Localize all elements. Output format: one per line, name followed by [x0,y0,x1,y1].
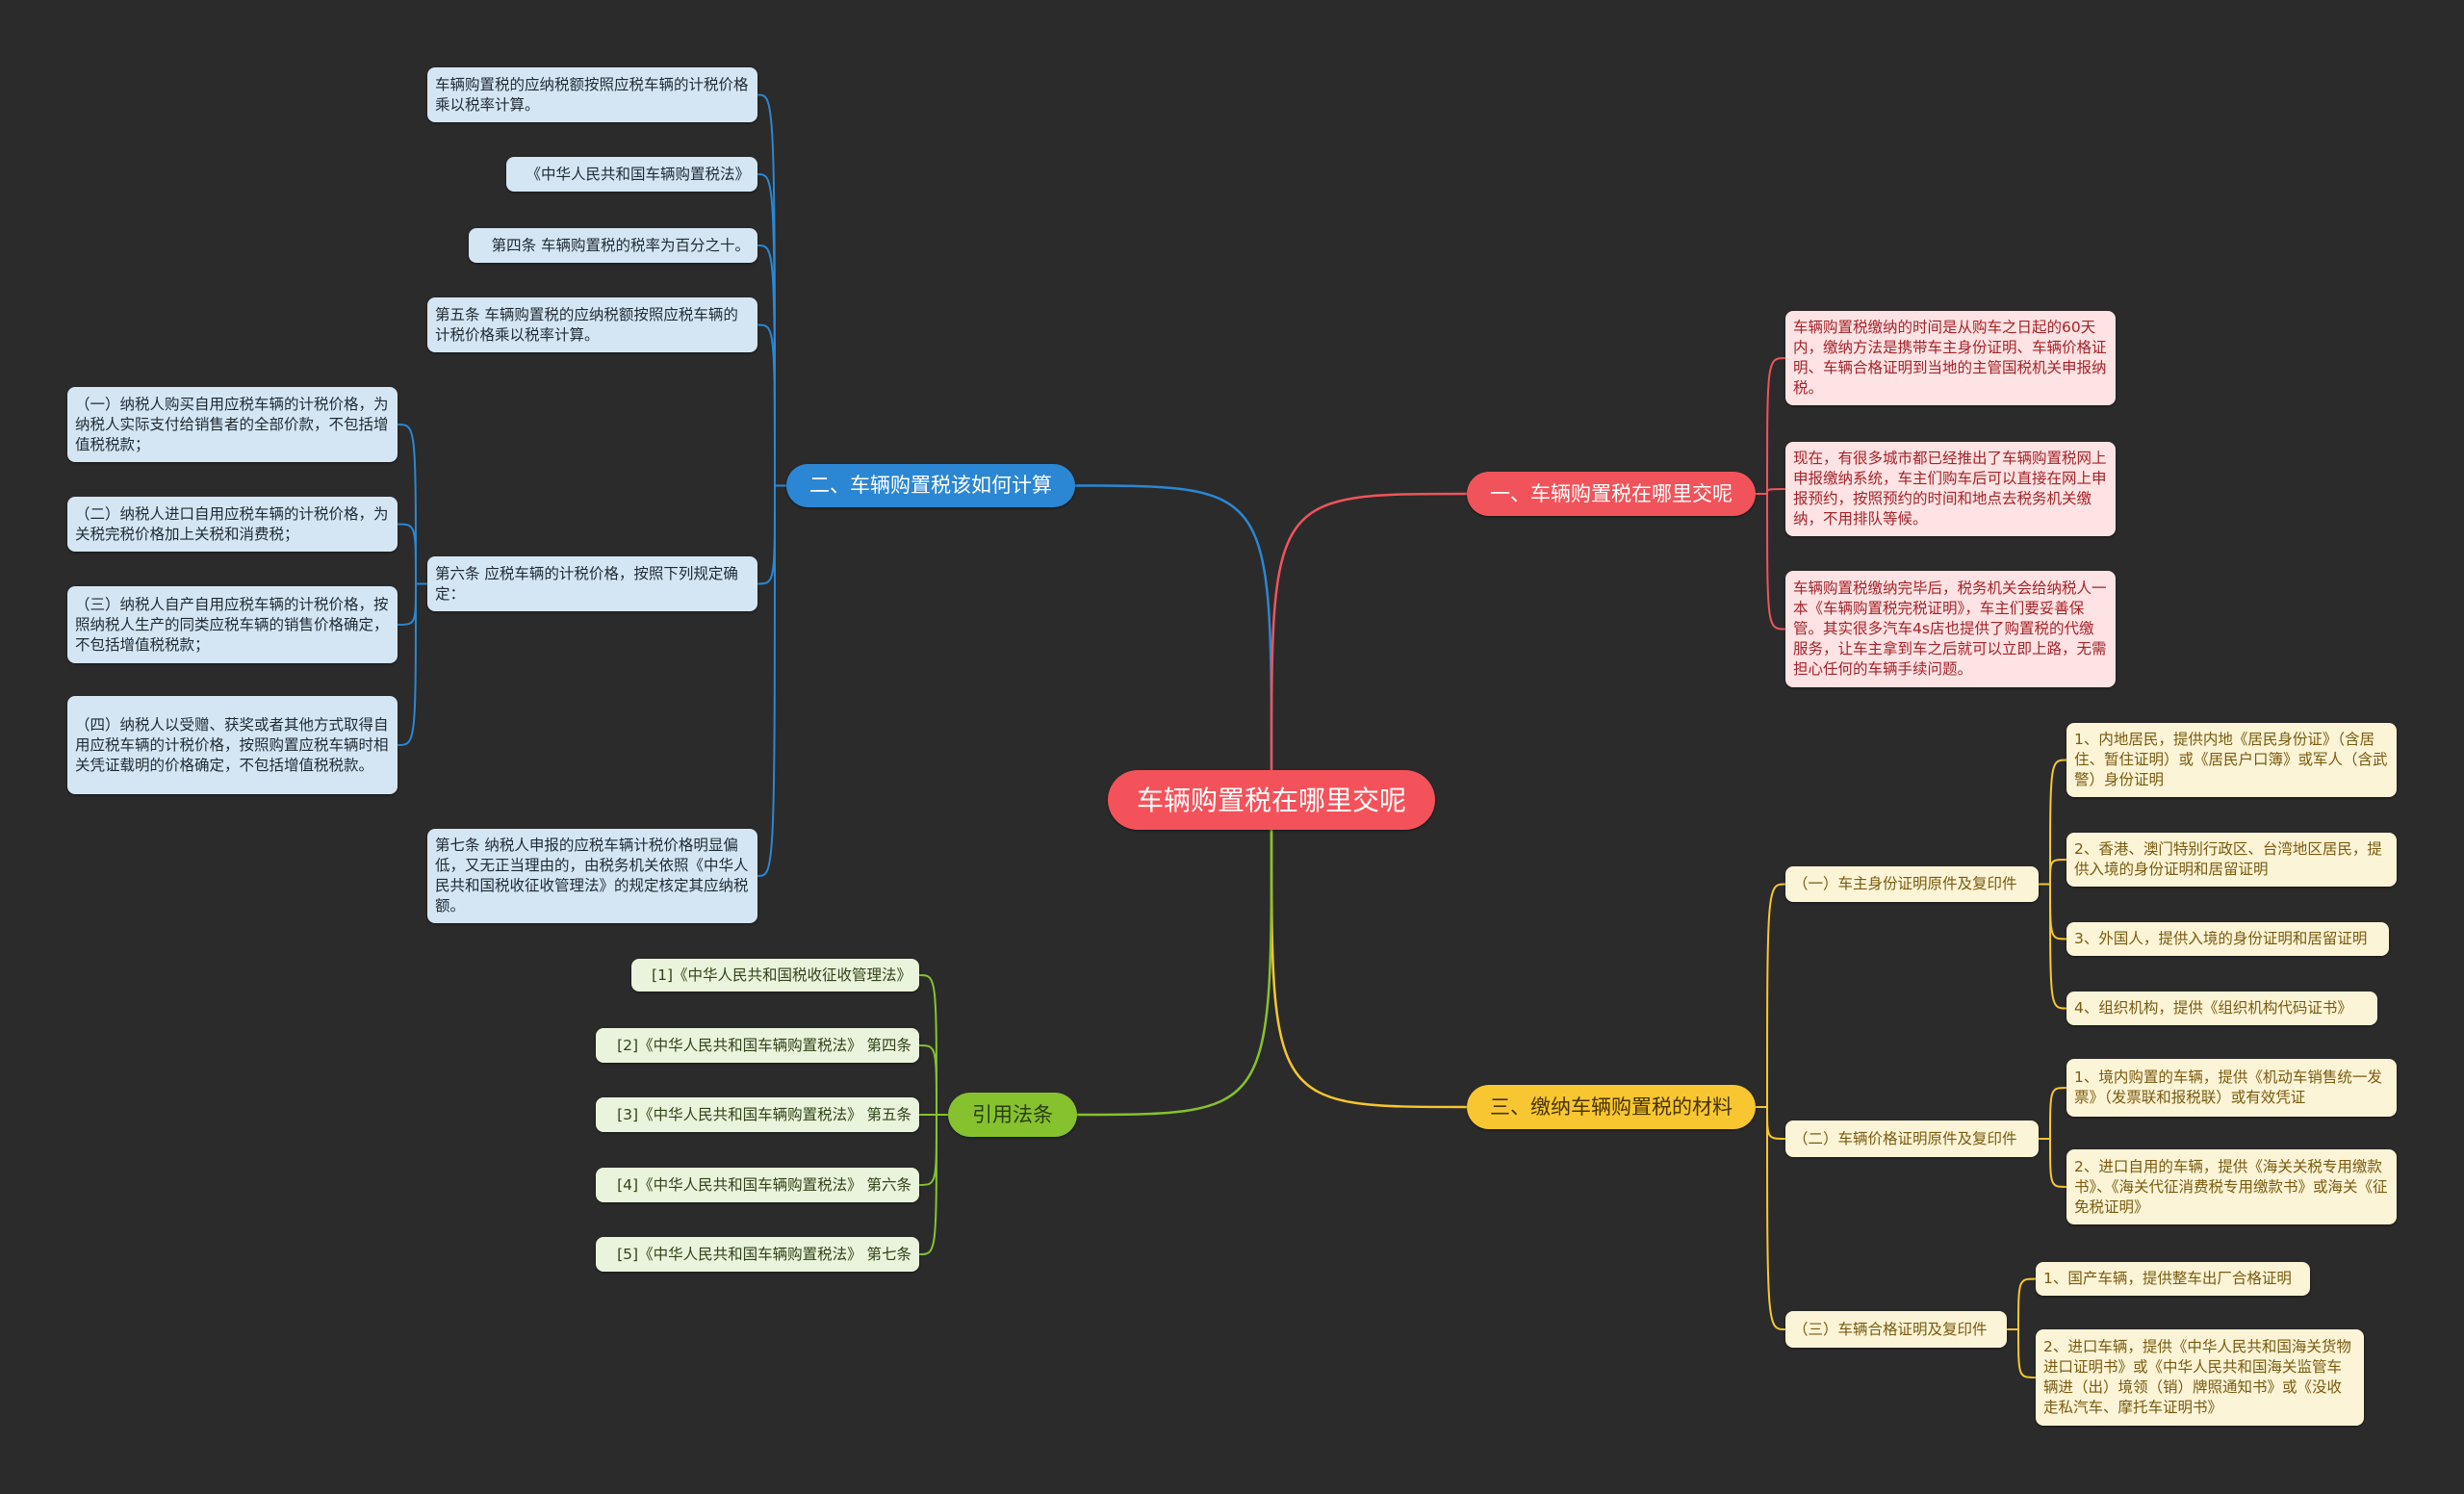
connector-line [1756,357,1786,495]
materials-item[interactable]: 4、组织机构，提供《组织机构代码证书》 [2066,992,2377,1025]
connector-line [397,424,427,585]
connector-line [757,245,786,487]
connector-line [1270,829,1468,1109]
connector-line [757,173,786,487]
connector-line [757,323,786,487]
materials-group[interactable]: （三）车辆合格证明及复印件 [1785,1311,2007,1348]
connector-line [1270,492,1468,771]
cited-law-item[interactable]: [5]《中华人民共和国车辆购置税法》 第七条 [596,1237,919,1272]
connector-line [1756,883,1786,1108]
calc-leaf[interactable]: 第四条 车辆购置税的税率为百分之十。 [469,228,757,263]
connector-line [397,523,427,585]
article6-subitem[interactable]: （三）纳税人自产自用应税车辆的计税价格，按照纳税人生产的同类应税车辆的销售价格确… [67,586,398,663]
connector-line [757,484,786,585]
branch-calculation[interactable]: 二、车辆购置税该如何计算 [786,464,1075,507]
connector-line [2039,883,2067,940]
materials-item[interactable]: 1、境内购置的车辆，提供《机动车销售统一发票》（发票联和报税联）或有效凭证 [2066,1059,2397,1117]
calc-leaf[interactable]: 第七条 纳税人申报的应税车辆计税价格明显偏低，又无正当理由的，由税务机关依照《中… [427,829,757,923]
calc-leaf[interactable]: 第五条 车辆购置税的应纳税额按照应税车辆的计税价格乘以税率计算。 [427,297,757,352]
connector-line [2039,883,2067,1010]
connector-line [757,93,786,487]
central-topic[interactable]: 车辆购置税在哪里交呢 [1108,770,1435,830]
materials-item[interactable]: 2、进口自用的车辆，提供《海关关税专用缴款书》、《海关代征消费税专用缴款书》或海… [2066,1149,2397,1224]
materials-item[interactable]: 3、外国人，提供入境的身份证明和居留证明 [2066,922,2389,956]
materials-item[interactable]: 2、进口车辆，提供《中华人民共和国海关货物进口证明书》或《中华人民共和国海关监管… [2036,1329,2364,1426]
connector-line [1756,493,1786,631]
connector-line [397,582,427,746]
branch-where-to-pay[interactable]: 一、车辆购置税在哪里交呢 [1467,472,1756,516]
connector-line [2007,1328,2037,1378]
article6-subitem[interactable]: （四）纳税人以受赠、获奖或者其他方式取得自用应税车辆的计税价格，按照购置应税车辆… [67,696,398,794]
connector-line [1074,484,1273,771]
connector-line [918,974,948,1116]
materials-item[interactable]: 2、香港、澳门特别行政区、台湾地区居民，提供入境的身份证明和居留证明 [2066,833,2397,887]
where-leaf[interactable]: 车辆购置税缴纳的时间是从购车之日起的60天内，缴纳方法是携带车主身份证明、车辆价… [1785,311,2116,405]
connector-line [1756,1106,1786,1330]
article6-subitem[interactable]: （一）纳税人购买自用应税车辆的计税价格，为纳税人实际支付给销售者的全部价款，不包… [67,387,398,462]
calc-leaf[interactable]: 车辆购置税的应纳税额按照应税车辆的计税价格乘以税率计算。 [427,67,757,122]
connector-line [2007,1277,2037,1330]
article6-subitem[interactable]: （二）纳税人进口自用应税车辆的计税价格，为关税完税价格加上关税和消费税； [67,497,398,552]
branch-cited-laws[interactable]: 引用法条 [948,1093,1077,1137]
cited-law-item[interactable]: [3]《中华人民共和国车辆购置税法》 第五条 [596,1097,919,1132]
connector-line [757,484,786,877]
connector-line [918,1044,948,1116]
connector-line [2039,859,2067,886]
connector-line [2039,1087,2067,1140]
connector-line [1756,488,1786,495]
connector-line [397,582,427,626]
materials-group[interactable]: （二）车辆价格证明原件及复印件 [1785,1120,2039,1157]
connector-line [1076,829,1273,1117]
connector-line [2039,759,2067,886]
cited-law-item[interactable]: [1]《中华人民共和国税收征收管理法》 [631,959,919,992]
cited-law-item[interactable]: [2]《中华人民共和国车辆购置税法》 第四条 [596,1028,919,1063]
materials-item[interactable]: 1、国产车辆，提供整车出厂合格证明 [2036,1262,2310,1296]
materials-item[interactable]: 1、内地居民，提供内地《居民身份证》（含居住、暂住证明）或《居民户口簿》或军人（… [2066,723,2397,797]
branch-materials[interactable]: 三、缴纳车辆购置税的材料 [1467,1085,1756,1129]
connector-line [1756,1106,1786,1140]
connector-line [2039,1138,2067,1188]
where-leaf[interactable]: 现在，有很多城市都已经推出了车辆购置税网上申报缴纳系统，车主们购车后可以直接在网… [1785,442,2116,536]
connector-line [918,1114,948,1255]
where-leaf[interactable]: 车辆购置税缴纳完毕后，税务机关会给纳税人一本《车辆购置税完税证明》，车主们要妥善… [1785,571,2116,687]
calc-leaf[interactable]: 《中华人民共和国车辆购置税法》 [506,157,757,192]
materials-group[interactable]: （一）车主身份证明原件及复印件 [1785,866,2039,902]
connector-line [918,1114,948,1186]
cited-law-item[interactable]: [4]《中华人民共和国车辆购置税法》 第六条 [596,1168,919,1202]
calc-leaf-article6[interactable]: 第六条 应税车辆的计税价格，按照下列规定确定： [427,556,757,611]
